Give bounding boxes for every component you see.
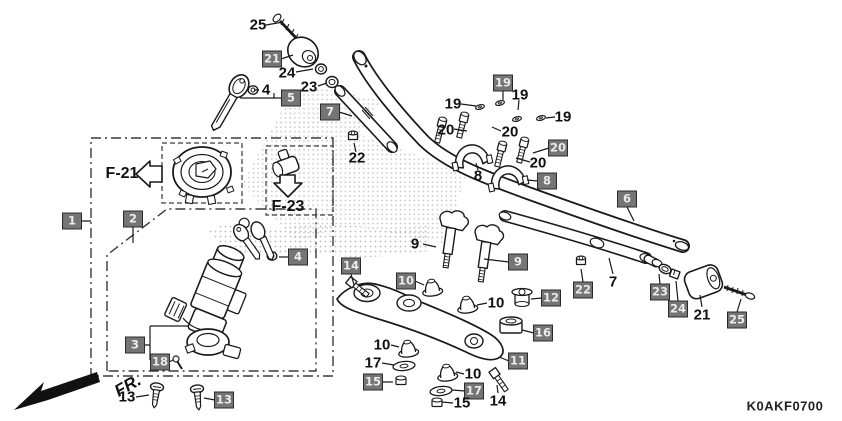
part-handle-lock xyxy=(272,148,300,178)
part-ref-8: 8 xyxy=(473,167,483,185)
part-ref-23: 23 xyxy=(300,78,318,96)
part-ref-boxed-1[interactable]: 1 xyxy=(62,212,82,230)
part-riser-stud-left xyxy=(439,210,470,269)
part-ref-24: 24 xyxy=(278,64,296,82)
part-handle-clamps xyxy=(451,144,530,193)
part-ref-boxed-22[interactable]: 22 xyxy=(573,281,593,299)
part-ref-boxed-16[interactable]: 16 xyxy=(533,324,553,342)
part-ignition-switch xyxy=(187,244,247,341)
part-ref-boxed-2[interactable]: 2 xyxy=(123,210,143,228)
part-ref-20: 20 xyxy=(529,154,547,172)
part-ref-boxed-9[interactable]: 9 xyxy=(508,253,528,271)
part-ref-boxed-6[interactable]: 6 xyxy=(617,190,637,208)
part-ref-13: 13 xyxy=(118,388,136,406)
part-bar-end-screw-right xyxy=(723,284,756,300)
part-ref-7: 7 xyxy=(608,273,618,291)
part-ref-20: 20 xyxy=(437,121,455,139)
part-grip-pipe-left xyxy=(334,85,398,153)
part-ref-boxed-24[interactable]: 24 xyxy=(668,300,688,318)
part-ref-boxed-10[interactable]: 10 xyxy=(396,272,416,290)
part-handlebar-pipe xyxy=(352,50,690,253)
part-ref-21: 21 xyxy=(693,306,711,324)
part-ref-boxed-8[interactable]: 8 xyxy=(537,172,557,190)
part-ref-14: 14 xyxy=(489,392,507,410)
part-ref-9: 9 xyxy=(410,235,420,253)
part-ref-boxed-3[interactable]: 3 xyxy=(125,336,145,354)
part-ref-boxed-18[interactable]: 18 xyxy=(150,353,170,371)
leader-lines xyxy=(80,21,742,404)
part-bar-end-rings-left xyxy=(314,63,339,89)
part-ref-boxed-25[interactable]: 25 xyxy=(727,311,747,329)
part-ref-15: 15 xyxy=(453,394,471,412)
part-ref-20: 20 xyxy=(501,123,519,141)
part-grip-pipe-right xyxy=(498,210,663,268)
part-ref-boxed-23[interactable]: 23 xyxy=(650,283,670,301)
part-rubber-mounts xyxy=(398,278,479,382)
part-ref-boxed-4[interactable]: 4 xyxy=(288,248,308,266)
part-ref-19: 19 xyxy=(511,86,529,104)
part-ref-10: 10 xyxy=(464,365,482,383)
part-collar-16 xyxy=(499,316,523,334)
part-ref-boxed-7[interactable]: 7 xyxy=(320,103,340,121)
part-bar-end-weight-left xyxy=(286,36,320,68)
part-ref-10: 10 xyxy=(487,294,505,312)
f21-arrow-icon xyxy=(135,160,163,188)
part-nut-12 xyxy=(511,287,533,308)
frame-ref-f21[interactable]: F-21 xyxy=(105,165,139,182)
part-keys xyxy=(232,217,275,261)
part-fuel-cap xyxy=(172,146,235,206)
part-screw-18 xyxy=(172,355,183,370)
part-ref-boxed-5[interactable]: 5 xyxy=(281,89,301,107)
group-boxes xyxy=(90,137,334,377)
part-riser-stud-right xyxy=(474,224,505,283)
part-washers-17 xyxy=(392,360,453,397)
part-clamp-bolts-20 xyxy=(434,111,530,168)
part-ref-boxed-13[interactable]: 13 xyxy=(214,391,234,409)
part-ref-19: 19 xyxy=(554,108,572,126)
fr-direction-arrow xyxy=(14,372,100,410)
part-washers-19 xyxy=(475,99,546,123)
frame-ref-f23[interactable]: F-23 xyxy=(271,198,305,215)
part-ref-boxed-14[interactable]: 14 xyxy=(341,257,361,275)
part-connector xyxy=(164,296,188,322)
part-ref-boxed-11[interactable]: 11 xyxy=(508,352,528,370)
part-ref-boxed-19[interactable]: 19 xyxy=(493,74,513,92)
part-ref-22: 22 xyxy=(348,149,366,167)
part-ref-boxed-20[interactable]: 20 xyxy=(548,139,568,157)
part-ref-boxed-15[interactable]: 15 xyxy=(363,373,383,391)
part-ref-boxed-17[interactable]: 17 xyxy=(464,382,484,400)
part-bar-end-rings-right xyxy=(658,263,681,280)
diagram-code: K0AKF0700 xyxy=(746,398,824,414)
part-ref-10: 10 xyxy=(373,336,391,354)
part-lock-collar xyxy=(184,328,242,360)
part-ref-19: 19 xyxy=(444,95,462,113)
part-ref-17: 17 xyxy=(364,354,382,372)
f23-arrow-icon xyxy=(273,174,303,198)
part-bolt-14-right xyxy=(488,366,509,393)
part-nuts-15 xyxy=(395,375,443,408)
part-top-bridge xyxy=(336,282,504,361)
part-ref-boxed-21[interactable]: 21 xyxy=(262,50,282,68)
part-bar-end-weight-right xyxy=(683,264,724,300)
part-key xyxy=(210,74,250,132)
part-ref-boxed-12[interactable]: 12 xyxy=(541,289,561,307)
part-ref-4: 4 xyxy=(261,81,271,99)
part-bar-end-screw-left xyxy=(272,13,301,42)
part-ref-25: 25 xyxy=(249,16,267,34)
part-nuts-22 xyxy=(347,130,587,266)
part-screws-13 xyxy=(149,382,205,411)
